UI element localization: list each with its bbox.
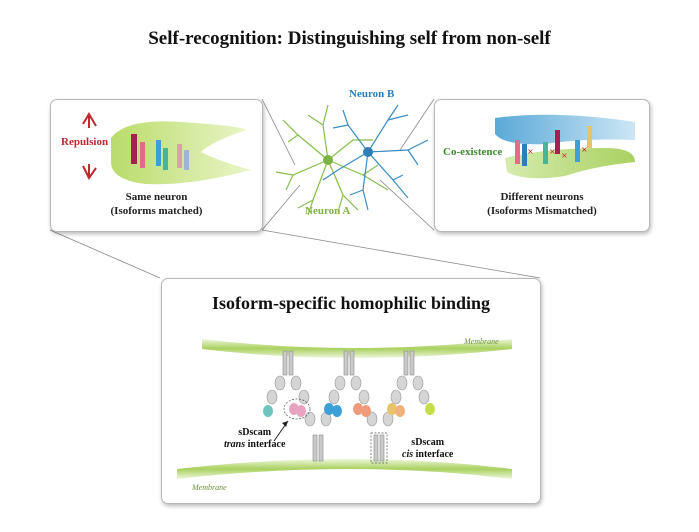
neuron-b-dendrites <box>322 104 429 211</box>
different-neurons-caption-line1: Different neurons <box>500 191 584 203</box>
same-neuron-caption: Same neuron (Isoforms matched) <box>51 190 262 218</box>
coexistence-label: Co-existence <box>443 146 503 158</box>
different-neurons-caption-line2: (Isoforms Mismatched) <box>487 205 597 217</box>
top-membrane <box>202 339 512 358</box>
cis-rest: interface <box>413 449 454 460</box>
svg-text:×: × <box>549 147 556 156</box>
different-neurons-panel: × × × × Co-existence Different neurons (… <box>434 99 650 232</box>
svg-text:×: × <box>527 147 534 156</box>
same-neuron-caption-line1: Same neuron <box>125 191 188 203</box>
neuron-a-soma <box>323 155 333 165</box>
cis-line1: sDscam <box>411 437 445 448</box>
neuron-b-soma <box>363 147 373 157</box>
neuron-a-label: Neuron A <box>305 205 351 217</box>
trans-interface-label: sDscam trans interface <box>224 427 285 451</box>
different-neurons-caption: Different neurons (Isoforms Mismatched) <box>435 190 649 218</box>
neuron-b-label: Neuron B <box>349 88 395 100</box>
membrane-top-label: Membrane <box>464 337 499 346</box>
trans-italic: trans <box>224 439 246 450</box>
binding-diagram <box>177 339 512 479</box>
membrane-bottom-label: Membrane <box>192 483 227 492</box>
same-neuron-caption-line2: (Isoforms matched) <box>110 205 203 217</box>
same-neuron-panel: Repulsion Same neuron (Isoforms matched) <box>50 99 263 232</box>
homophilic-binding-panel: Isoform-specific homophilic binding <box>161 278 541 504</box>
figure-title: Self-recognition: Distinguishing self fr… <box>148 28 551 49</box>
different-neurons-membrane-illustration: × × × × <box>495 114 635 179</box>
trans-rest: interface <box>245 439 286 450</box>
binding-panel-title: Isoform-specific homophilic binding <box>211 293 491 313</box>
cis-italic: cis <box>402 449 414 460</box>
same-neuron-membrane-illustration <box>82 112 251 185</box>
trans-line1: sDscam <box>238 427 272 438</box>
bottom-membrane <box>177 459 512 479</box>
repulsion-label: Repulsion <box>61 136 109 148</box>
neurons-illustration <box>275 104 429 216</box>
svg-text:×: × <box>561 151 568 160</box>
cis-interface-label: sDscam cis interface <box>402 437 453 461</box>
svg-text:×: × <box>581 145 588 154</box>
